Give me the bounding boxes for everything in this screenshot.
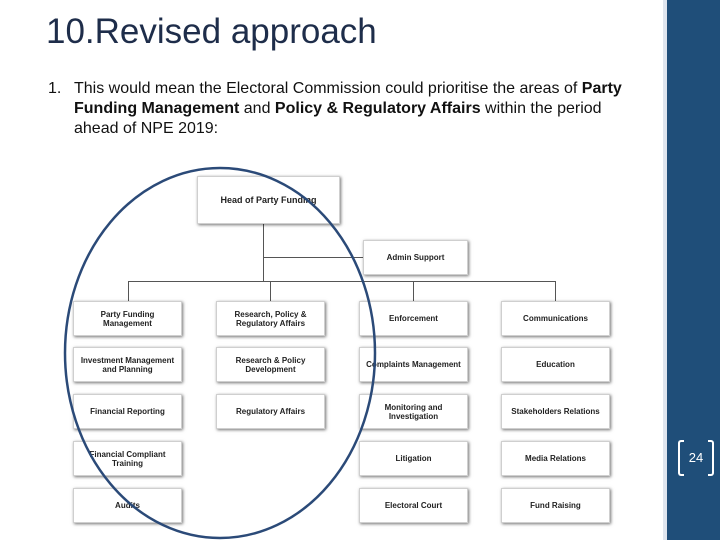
org-box-col4-4: Media Relations xyxy=(501,441,610,476)
connector-admin xyxy=(263,257,363,258)
org-box-col3-3: Monitoring and Investigation xyxy=(359,394,468,429)
right-bar-edge xyxy=(663,0,667,540)
page-bracket-right xyxy=(708,440,714,476)
org-box-col2-1: Research, Policy & Regulatory Affairs xyxy=(216,301,325,336)
org-box-col1-1: Party Funding Management xyxy=(73,301,182,336)
org-box-col3-4: Litigation xyxy=(359,441,468,476)
bullet-text: This would mean the Electoral Commission… xyxy=(74,79,648,139)
page-number: 24 xyxy=(688,450,704,465)
connector-horizontal xyxy=(128,281,556,282)
bullet-text-part-3: within the period ahead of NPE 2019: xyxy=(74,100,602,137)
bullet-text-part-1: This would mean the Electoral Commission… xyxy=(74,80,582,97)
org-box-col3-1: Enforcement xyxy=(359,301,468,336)
org-box-col1-4: Financial Compliant Training xyxy=(73,441,182,476)
org-box-col1-3: Financial Reporting xyxy=(73,394,182,429)
bullet-bold-party-funding: Party Funding Management xyxy=(74,80,622,117)
page-bracket-left xyxy=(678,440,684,476)
org-box-col3-5: Electoral Court xyxy=(359,488,468,523)
org-box-col3-2: Complaints Management xyxy=(359,347,468,382)
connector-head-down xyxy=(263,224,264,281)
bullet-bold-policy: Policy & Regulatory Affairs xyxy=(274,100,481,117)
connector-col3 xyxy=(413,281,414,301)
org-box-head: Head of Party Funding xyxy=(197,176,340,224)
connector-col2 xyxy=(270,281,271,301)
org-box-col4-1: Communications xyxy=(501,301,610,336)
bullet-text-part-2: and xyxy=(239,100,275,117)
org-box-col4-5: Fund Raising xyxy=(501,488,610,523)
connector-col1 xyxy=(128,281,129,301)
org-box-col1-5: Audits xyxy=(73,488,182,523)
right-accent-bar xyxy=(667,0,720,540)
org-box-col2-3: Regulatory Affairs xyxy=(216,394,325,429)
page-number-box: 24 xyxy=(678,440,714,476)
org-box-col4-2: Education xyxy=(501,347,610,382)
bullet-number: 1. xyxy=(48,80,62,97)
org-box-col2-2: Research & Policy Development xyxy=(216,347,325,382)
org-box-col1-2: Investment Management and Planning xyxy=(73,347,182,382)
org-box-admin: Admin Support xyxy=(363,240,468,275)
slide-title: 10.Revised approach xyxy=(46,12,377,51)
connector-col4 xyxy=(555,281,556,301)
org-box-col4-3: Stakeholders Relations xyxy=(501,394,610,429)
